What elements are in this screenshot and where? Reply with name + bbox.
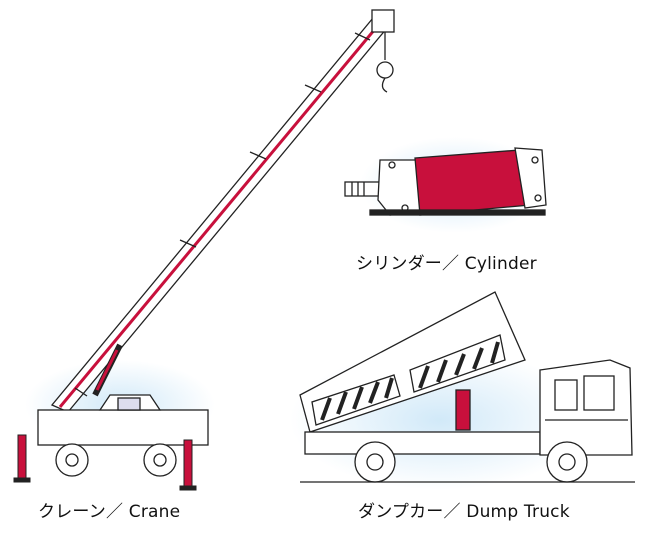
cylinder-barrel — [415, 150, 530, 215]
dump-truck-caption: ダンプカー／ Dump Truck — [358, 497, 570, 522]
dump-truck-lift-cylinder — [456, 390, 470, 430]
cylinder-illustration — [345, 137, 550, 233]
cylinder-caption: シリンダー／ Cylinder — [356, 249, 537, 274]
crane-caption: クレーン／ Crane — [38, 497, 180, 522]
dump-truck-illustration — [290, 292, 635, 490]
dump-truck-chassis — [305, 432, 540, 454]
crane-boom — [52, 12, 392, 412]
crane-hook — [372, 10, 394, 92]
